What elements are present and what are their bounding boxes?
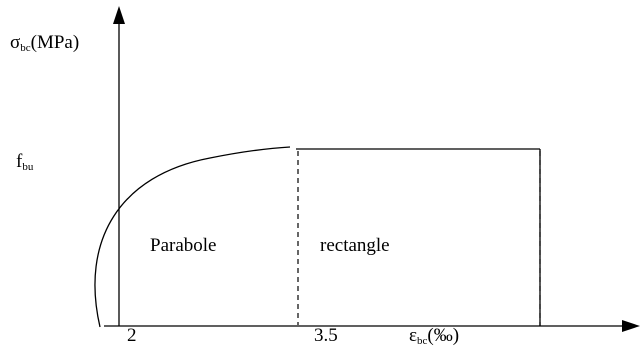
parabola-region-label: Parabole — [150, 235, 217, 256]
fbu-subscript: bu — [22, 161, 34, 173]
y-axis-subscript: bc — [20, 42, 31, 54]
x-axis-arrowhead — [622, 320, 640, 332]
fbu-label: fbu — [16, 152, 33, 173]
y-axis-label: σbc(MPa) — [10, 33, 79, 54]
x-tick-ultimate-strain: 3.5 — [314, 325, 338, 346]
rectangle-region-label: rectangle — [320, 235, 390, 256]
fbu-symbol: f — [16, 151, 23, 172]
y-axis-unit: (MPa) — [30, 32, 80, 53]
parabola-curve — [94, 146, 291, 328]
y-axis-arrowhead — [113, 6, 125, 24]
x-tick-peak-strain: 2 — [127, 325, 137, 346]
y-axis-symbol: σ — [10, 32, 21, 53]
x-axis-label: εbc(‰) — [409, 326, 459, 347]
x-axis-unit: (‰) — [427, 325, 460, 346]
x-axis-symbol: ε — [409, 325, 417, 346]
x-axis-subscript: bc — [416, 335, 428, 347]
